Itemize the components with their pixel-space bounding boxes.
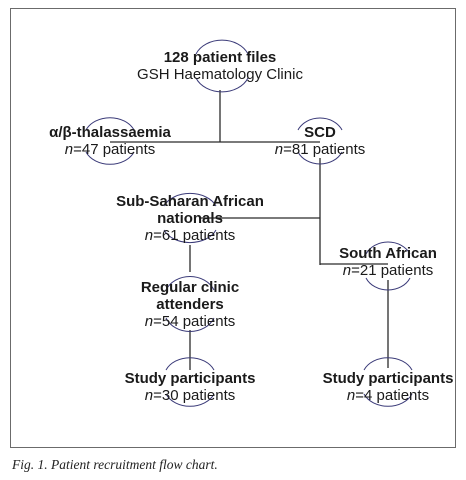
node-regular-title-2: attenders [156, 296, 224, 313]
figure-caption: Fig. 1. Patient recruitment flow chart. [12, 457, 218, 472]
node-ssa-nationals: Sub-Saharan African nationals n=61 patie… [80, 193, 300, 244]
node-scd: SCD n=81 patients [225, 124, 415, 158]
node-outline-study1 [165, 357, 215, 407]
node-study2-n: n [346, 387, 356, 404]
node-thalassaemia-title: α/β-thalassaemia [49, 124, 171, 141]
node-root-title: 128 patient files [163, 49, 277, 66]
node-thalassaemia-count: =47 patients [73, 141, 156, 158]
node-outline-ssa [163, 192, 217, 244]
node-root-sub: GSH Haematology Clinic [137, 66, 303, 83]
node-sa-n: n [342, 262, 352, 279]
node-regular-attenders: Regular clinic attenders n=54 patients [90, 279, 290, 330]
node-study1-title: Study participants [124, 370, 256, 387]
node-scd-count: =81 patients [283, 141, 366, 158]
node-study-participants-1: Study participants n=30 patients [80, 370, 300, 404]
figure-frame [10, 8, 456, 448]
node-study1-count: =30 patients [153, 387, 236, 404]
node-south-african: South African n=21 patients [300, 245, 466, 279]
node-study2-title: Study participants [322, 370, 454, 387]
node-scd-n: n [274, 141, 284, 158]
node-sa-title: South African [339, 245, 437, 262]
node-outline-root [195, 39, 249, 93]
node-outline-scd [297, 117, 343, 165]
node-regular-title-1: Regular clinic [140, 279, 240, 296]
node-ssa-title-2: nationals [157, 210, 223, 227]
node-regular-count: =54 patients [153, 313, 236, 330]
node-scd-title: SCD [304, 124, 336, 141]
node-regular-n: n [144, 313, 154, 330]
node-sa-count: =21 patients [351, 262, 434, 279]
node-outline-sa [365, 241, 411, 291]
node-thalassaemia: α/β-thalassaemia n=47 patients [10, 124, 210, 158]
node-root: 128 patient files GSH Haematology Clinic [120, 49, 320, 83]
node-study-participants-2: Study participants n=4 patients [290, 370, 466, 404]
node-study2-count: =4 patients [355, 387, 430, 404]
node-outline-study2 [363, 357, 413, 407]
node-ssa-count: =61 patients [153, 227, 236, 244]
node-ssa-n: n [144, 227, 154, 244]
node-outline-regular [165, 276, 215, 332]
node-ssa-title-1: Sub-Saharan African [116, 193, 264, 210]
node-study1-n: n [144, 387, 154, 404]
node-thalassaemia-n: n [64, 141, 74, 158]
node-outline-thal [85, 117, 135, 165]
